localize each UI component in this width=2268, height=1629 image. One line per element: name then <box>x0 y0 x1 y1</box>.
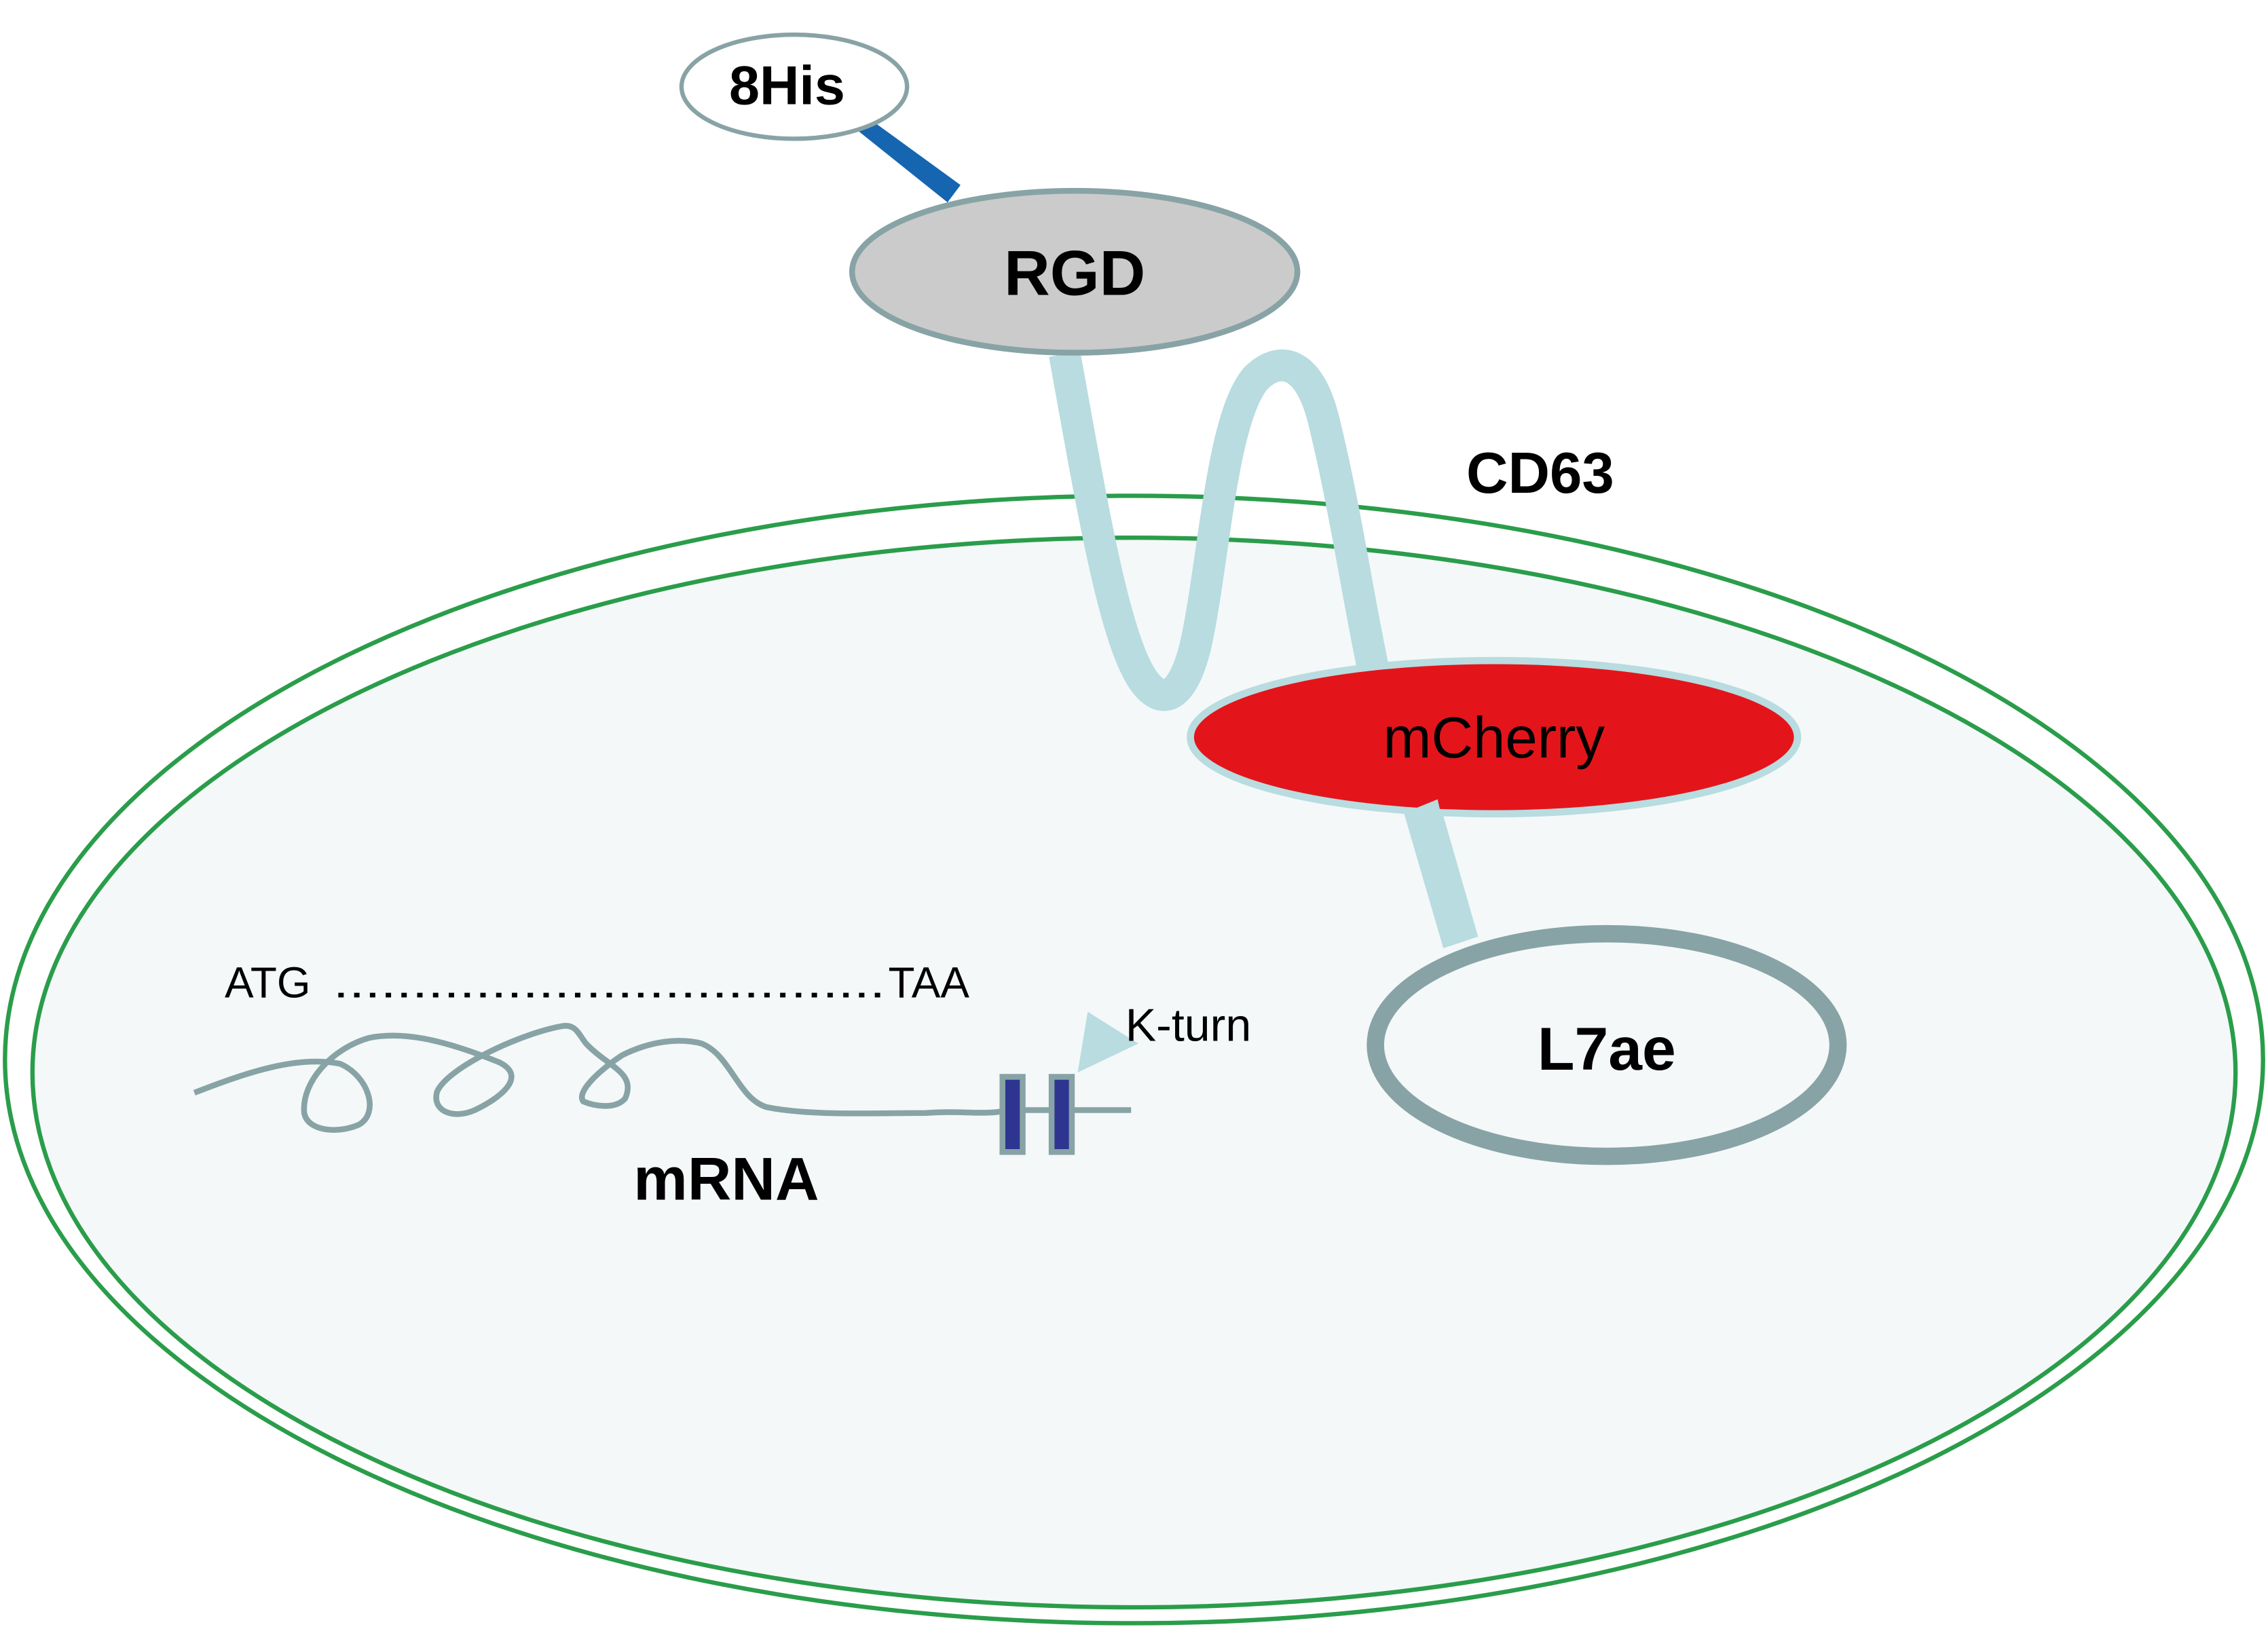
l7ae-protein: L7ae <box>1367 924 1847 1165</box>
kturn-motif <box>999 1074 1075 1155</box>
mcherry-linker-joint <box>1405 799 1443 823</box>
mcherry-l7ae-linker <box>1402 800 1479 948</box>
mcherry-protein: mCherry <box>1187 656 1802 818</box>
kturn-bar-1 <box>999 1074 1026 1155</box>
cd63-transmembrane-chain <box>1049 350 1390 711</box>
start-codon-label: ATG <box>225 958 311 1007</box>
rgd-ellipse <box>849 187 1301 356</box>
his-tag: 8His <box>679 32 910 141</box>
kturn-bar-2 <box>1048 1074 1075 1155</box>
kturn-arrow-icon <box>1077 1011 1138 1073</box>
cd63-label: CD63 <box>1466 441 1614 506</box>
sequence-dots: ................................... <box>333 958 885 1007</box>
inner-membrane <box>30 535 2238 1610</box>
rgd-peptide: RGD <box>849 187 1301 356</box>
mcherry-label: mCherry <box>1383 706 1605 770</box>
his-tag-ellipse <box>679 32 910 141</box>
mrna-strand <box>193 1023 1009 1133</box>
mrna-label: mRNA <box>633 1145 819 1213</box>
his-tag-label: 8His <box>729 55 845 116</box>
rgd-label: RGD <box>1004 237 1145 308</box>
coding-sequence-annotation: ATG ................................... … <box>225 958 969 1007</box>
l7ae-label: L7ae <box>1538 1015 1676 1083</box>
his-linker <box>853 115 961 203</box>
mcherry-ellipse <box>1187 656 1802 818</box>
stop-codon-label: TAA <box>888 958 969 1007</box>
kturn-label: K-turn <box>1126 999 1252 1051</box>
l7ae-ellipse <box>1367 924 1847 1165</box>
